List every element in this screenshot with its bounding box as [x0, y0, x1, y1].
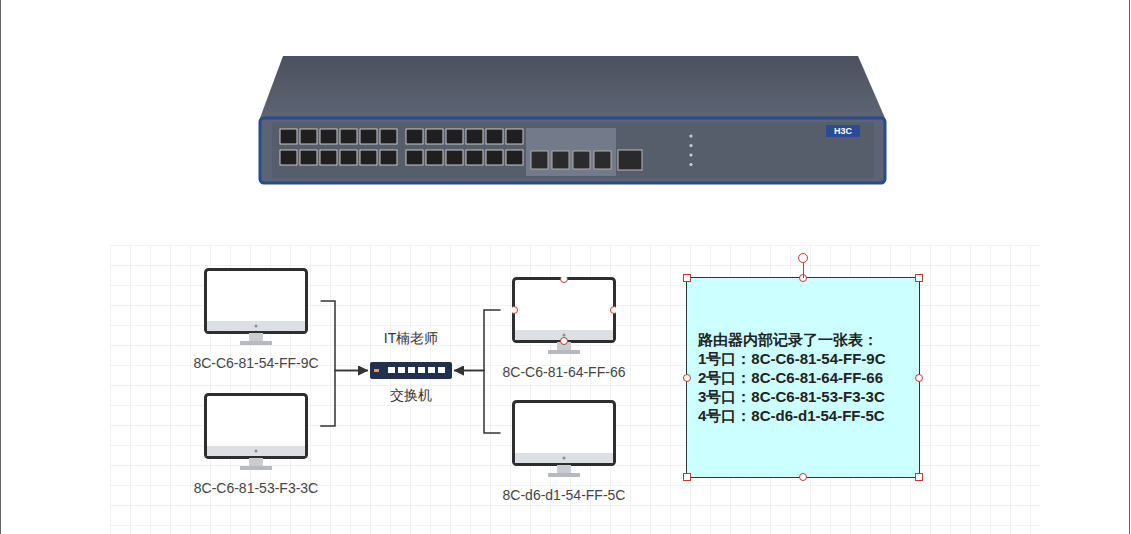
table-heading: 路由器内部记录了一张表：	[698, 330, 908, 349]
switch-photo	[260, 56, 885, 183]
table-row: 1号口：8C-C6-81-54-FF-9C	[698, 349, 908, 368]
note-box: 路由器内部记录了一张表：1号口：8C-C6-81-54-FF-9C2号口：8C-…	[686, 277, 920, 478]
connector-arrow	[321, 301, 368, 371]
selection-handle	[915, 274, 923, 282]
brand-logo: H3C	[826, 125, 860, 137]
port-array	[280, 129, 693, 169]
computer-node: 8C-C6-81-53-F3-3C	[192, 393, 320, 497]
device-label: 交换机	[368, 387, 454, 404]
mac-address: 8C-d6-d1-54-FF-5C	[501, 486, 628, 504]
table-row: 2号口：8C-C6-81-64-FF-66	[698, 368, 908, 387]
monitor-icon	[204, 268, 308, 348]
connector-arrow	[454, 310, 501, 371]
mac-address: 8C-C6-81-54-FF-9C	[191, 354, 320, 372]
connector-arrow	[454, 371, 501, 434]
author-label: IT楠老师	[368, 330, 454, 347]
selection-handle	[683, 274, 691, 282]
rotate-handle	[798, 253, 808, 263]
selection-handle	[683, 473, 691, 481]
table-row: 4号口：8C-d6-d1-54-FF-5C	[698, 406, 908, 425]
selection-handle	[799, 473, 807, 481]
table-row: 3号口：8C-C6-81-53-F3-3C	[698, 387, 908, 406]
page-border	[1129, 0, 1130, 534]
selection-handle	[915, 374, 923, 382]
connector-arrow	[320, 371, 368, 427]
selection-handle	[915, 473, 923, 481]
switch-icon	[370, 362, 452, 379]
selection-handle	[683, 374, 691, 382]
monitor-icon	[512, 400, 616, 480]
grid-canvas	[110, 245, 1040, 534]
computer-node: 8C-C6-81-64-FF-66	[501, 277, 628, 381]
rotate-stem	[803, 261, 804, 278]
monitor-icon	[204, 393, 308, 473]
switch-node: IT楠老师交换机	[368, 330, 454, 404]
computer-node: 8C-d6-d1-54-FF-5C	[501, 400, 628, 504]
page-border	[0, 0, 1, 534]
mac-address: 8C-C6-81-53-F3-3C	[192, 479, 320, 497]
mac-address: 8C-C6-81-64-FF-66	[501, 363, 628, 381]
computer-node: 8C-C6-81-54-FF-9C	[191, 268, 320, 372]
monitor-icon	[512, 277, 616, 357]
